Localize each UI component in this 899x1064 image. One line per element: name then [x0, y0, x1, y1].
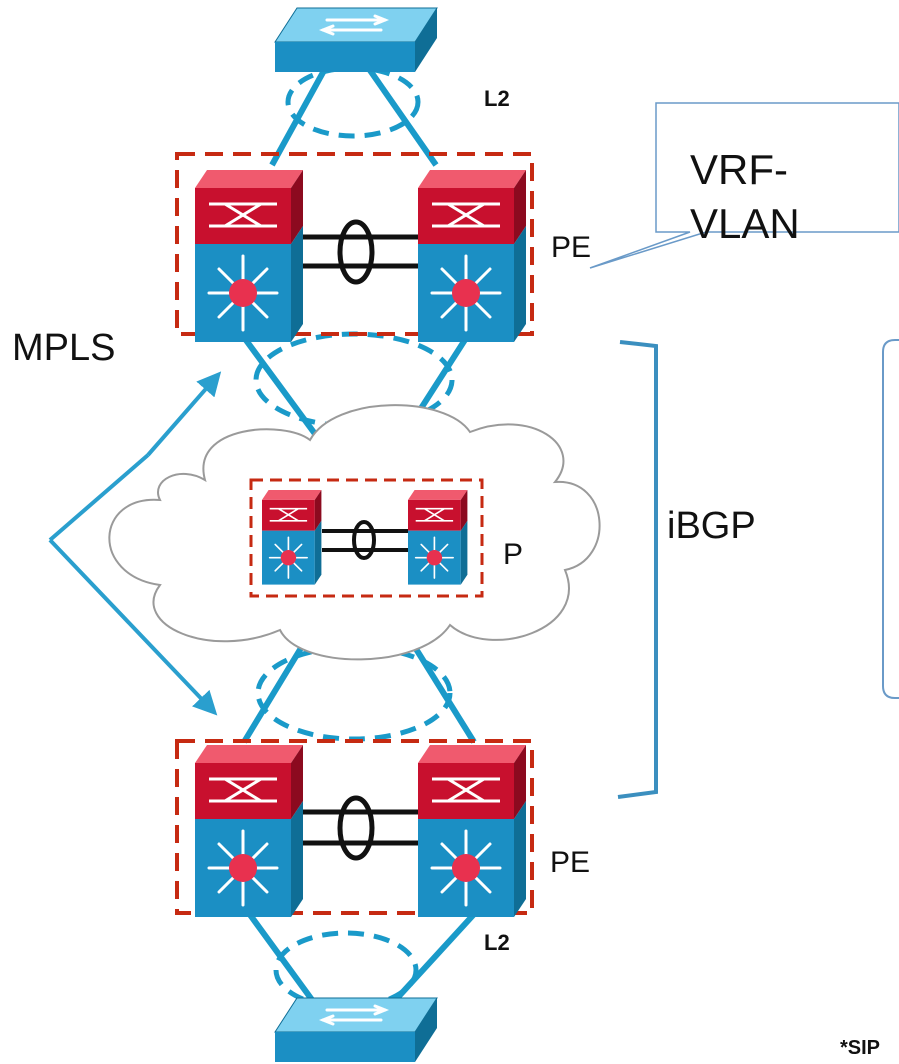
p-label: P — [503, 538, 523, 571]
callout-text-line2: VLAN — [690, 200, 800, 247]
multilayer-switch-icon — [416, 168, 528, 344]
callout-text-line1: VRF- — [690, 146, 788, 193]
l2-label-top: L2 — [484, 86, 510, 111]
multilayer-switch-icon — [261, 489, 323, 586]
l2-label-bottom: L2 — [484, 930, 510, 955]
vrf-vlan-callout — [589, 102, 899, 269]
port-channel-icon — [322, 520, 408, 560]
multilayer-switch-icon — [416, 743, 528, 919]
mpls-label: MPLS — [12, 327, 115, 369]
pe-label-bottom: PE — [550, 846, 590, 879]
ibgp-label: iBGP — [667, 505, 756, 547]
p-group-boundary — [249, 478, 484, 598]
l2-switch-icon — [273, 6, 439, 74]
port-channel-icon — [303, 219, 418, 285]
pe-group-bottom-boundary — [175, 739, 534, 915]
footnote-label: *SIP — [840, 1037, 880, 1059]
side-panel-edge — [882, 339, 899, 699]
pe-group-top-boundary — [175, 152, 534, 336]
pe-label-top: PE — [551, 231, 591, 264]
l2-switch-icon — [273, 996, 439, 1064]
ibgp-bracket — [617, 340, 658, 799]
mpls-arrows — [48, 371, 222, 716]
multilayer-switch-icon — [193, 743, 305, 919]
multilayer-switch-icon — [407, 489, 469, 586]
port-channel-icon — [303, 795, 418, 861]
multilayer-switch-icon — [193, 168, 305, 344]
